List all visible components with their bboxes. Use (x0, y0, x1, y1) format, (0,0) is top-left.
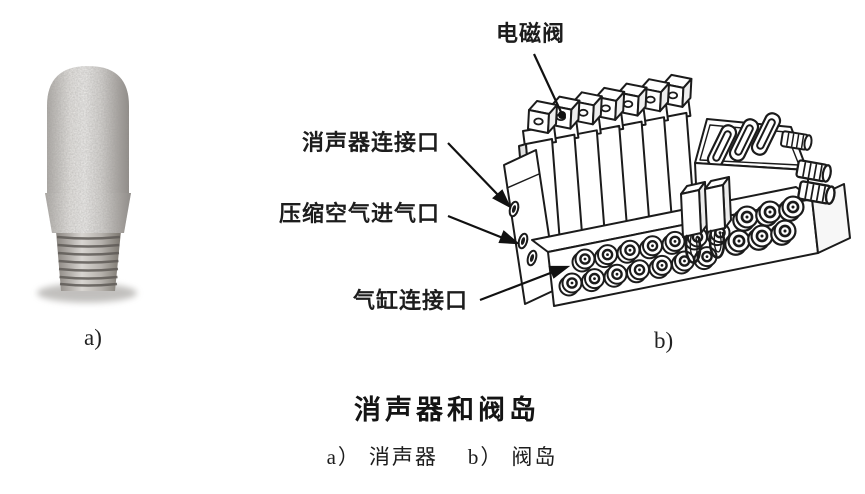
silencer-body-texture (47, 66, 129, 193)
arrowhead (492, 189, 512, 209)
leader-air-inlet (447, 214, 521, 245)
leader-solenoid-valve (533, 53, 566, 119)
callout-cylinder-port: 气缸连接口 (353, 288, 469, 313)
subcaption-b-label: b） (467, 445, 504, 469)
silencer-connection-port (508, 200, 520, 218)
callout-air-inlet: 压缩空气进气口 (279, 201, 441, 226)
compressed-air-inlet-port (517, 232, 529, 250)
leader-silencer-port (447, 142, 512, 209)
valve-island-drawing (503, 73, 851, 307)
arrowhead (548, 265, 571, 279)
panel-a-label: a) (84, 325, 102, 350)
figure-subcaption: a） 消声器 b） 阀岛 (327, 441, 558, 471)
callout-leaders (447, 53, 571, 302)
silencer-photo (37, 66, 137, 303)
callout-solenoid-valve: 电磁阀 (496, 21, 566, 46)
silencer-thread-ridges (56, 235, 121, 287)
auxiliary-port (526, 249, 538, 267)
callout-silencer-port: 消声器连接口 (302, 130, 441, 155)
silencer-collar-texture (45, 193, 131, 233)
panel-b-label: b) (654, 328, 674, 353)
leader-dot (558, 111, 566, 119)
subcaption-a-text: 消声器 (368, 445, 438, 469)
arrowhead (498, 230, 521, 245)
figure-title: 消声器和阀岛 (354, 395, 540, 425)
subcaption-b-text: 阀岛 (511, 445, 558, 469)
leader-cylinder-port (479, 265, 571, 302)
subcaption-a-label: a） (326, 445, 361, 469)
